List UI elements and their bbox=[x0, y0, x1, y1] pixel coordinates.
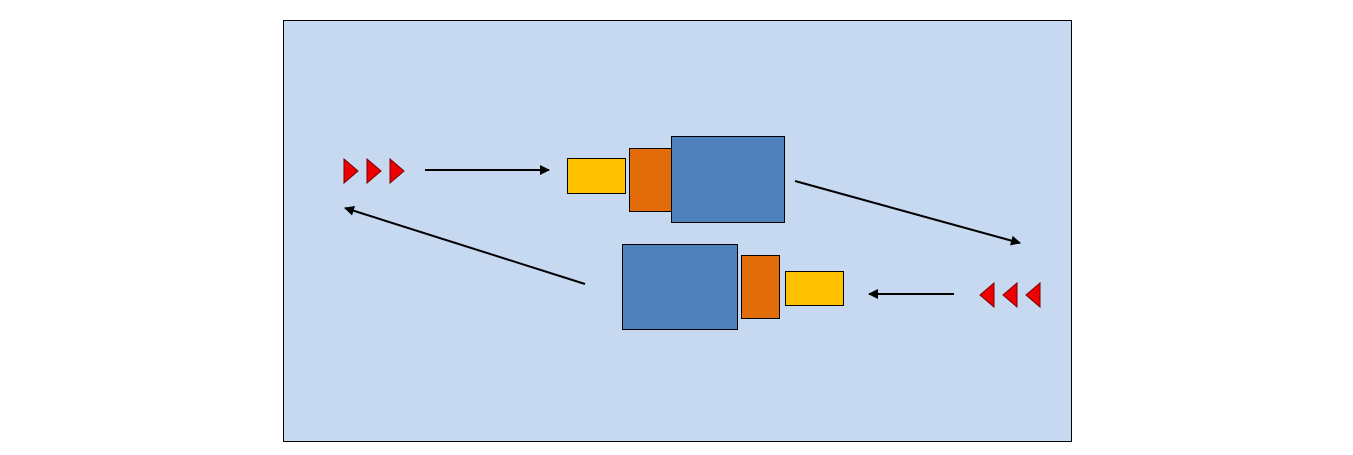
blue-block bbox=[671, 136, 785, 223]
bottom-block-assembly bbox=[622, 244, 844, 330]
blue-block bbox=[622, 244, 738, 330]
red-triangle-marker bbox=[366, 157, 382, 185]
red-triangle-marker bbox=[1002, 281, 1018, 309]
top-flow-markers bbox=[343, 157, 405, 185]
bottom-flow-markers bbox=[979, 281, 1041, 309]
yellow-block bbox=[567, 158, 626, 194]
diagonal-arrow-down-right bbox=[794, 180, 1021, 246]
diagram-background bbox=[283, 20, 1072, 442]
orange-block bbox=[629, 148, 672, 212]
top-block-assembly bbox=[567, 136, 785, 223]
diagonal-arrow-up-left bbox=[344, 205, 586, 285]
yellow-block bbox=[785, 271, 844, 306]
red-triangle-marker bbox=[1025, 281, 1041, 309]
red-triangle-marker bbox=[979, 281, 995, 309]
red-triangle-marker bbox=[389, 157, 405, 185]
orange-block bbox=[741, 255, 780, 319]
red-triangle-marker bbox=[343, 157, 359, 185]
